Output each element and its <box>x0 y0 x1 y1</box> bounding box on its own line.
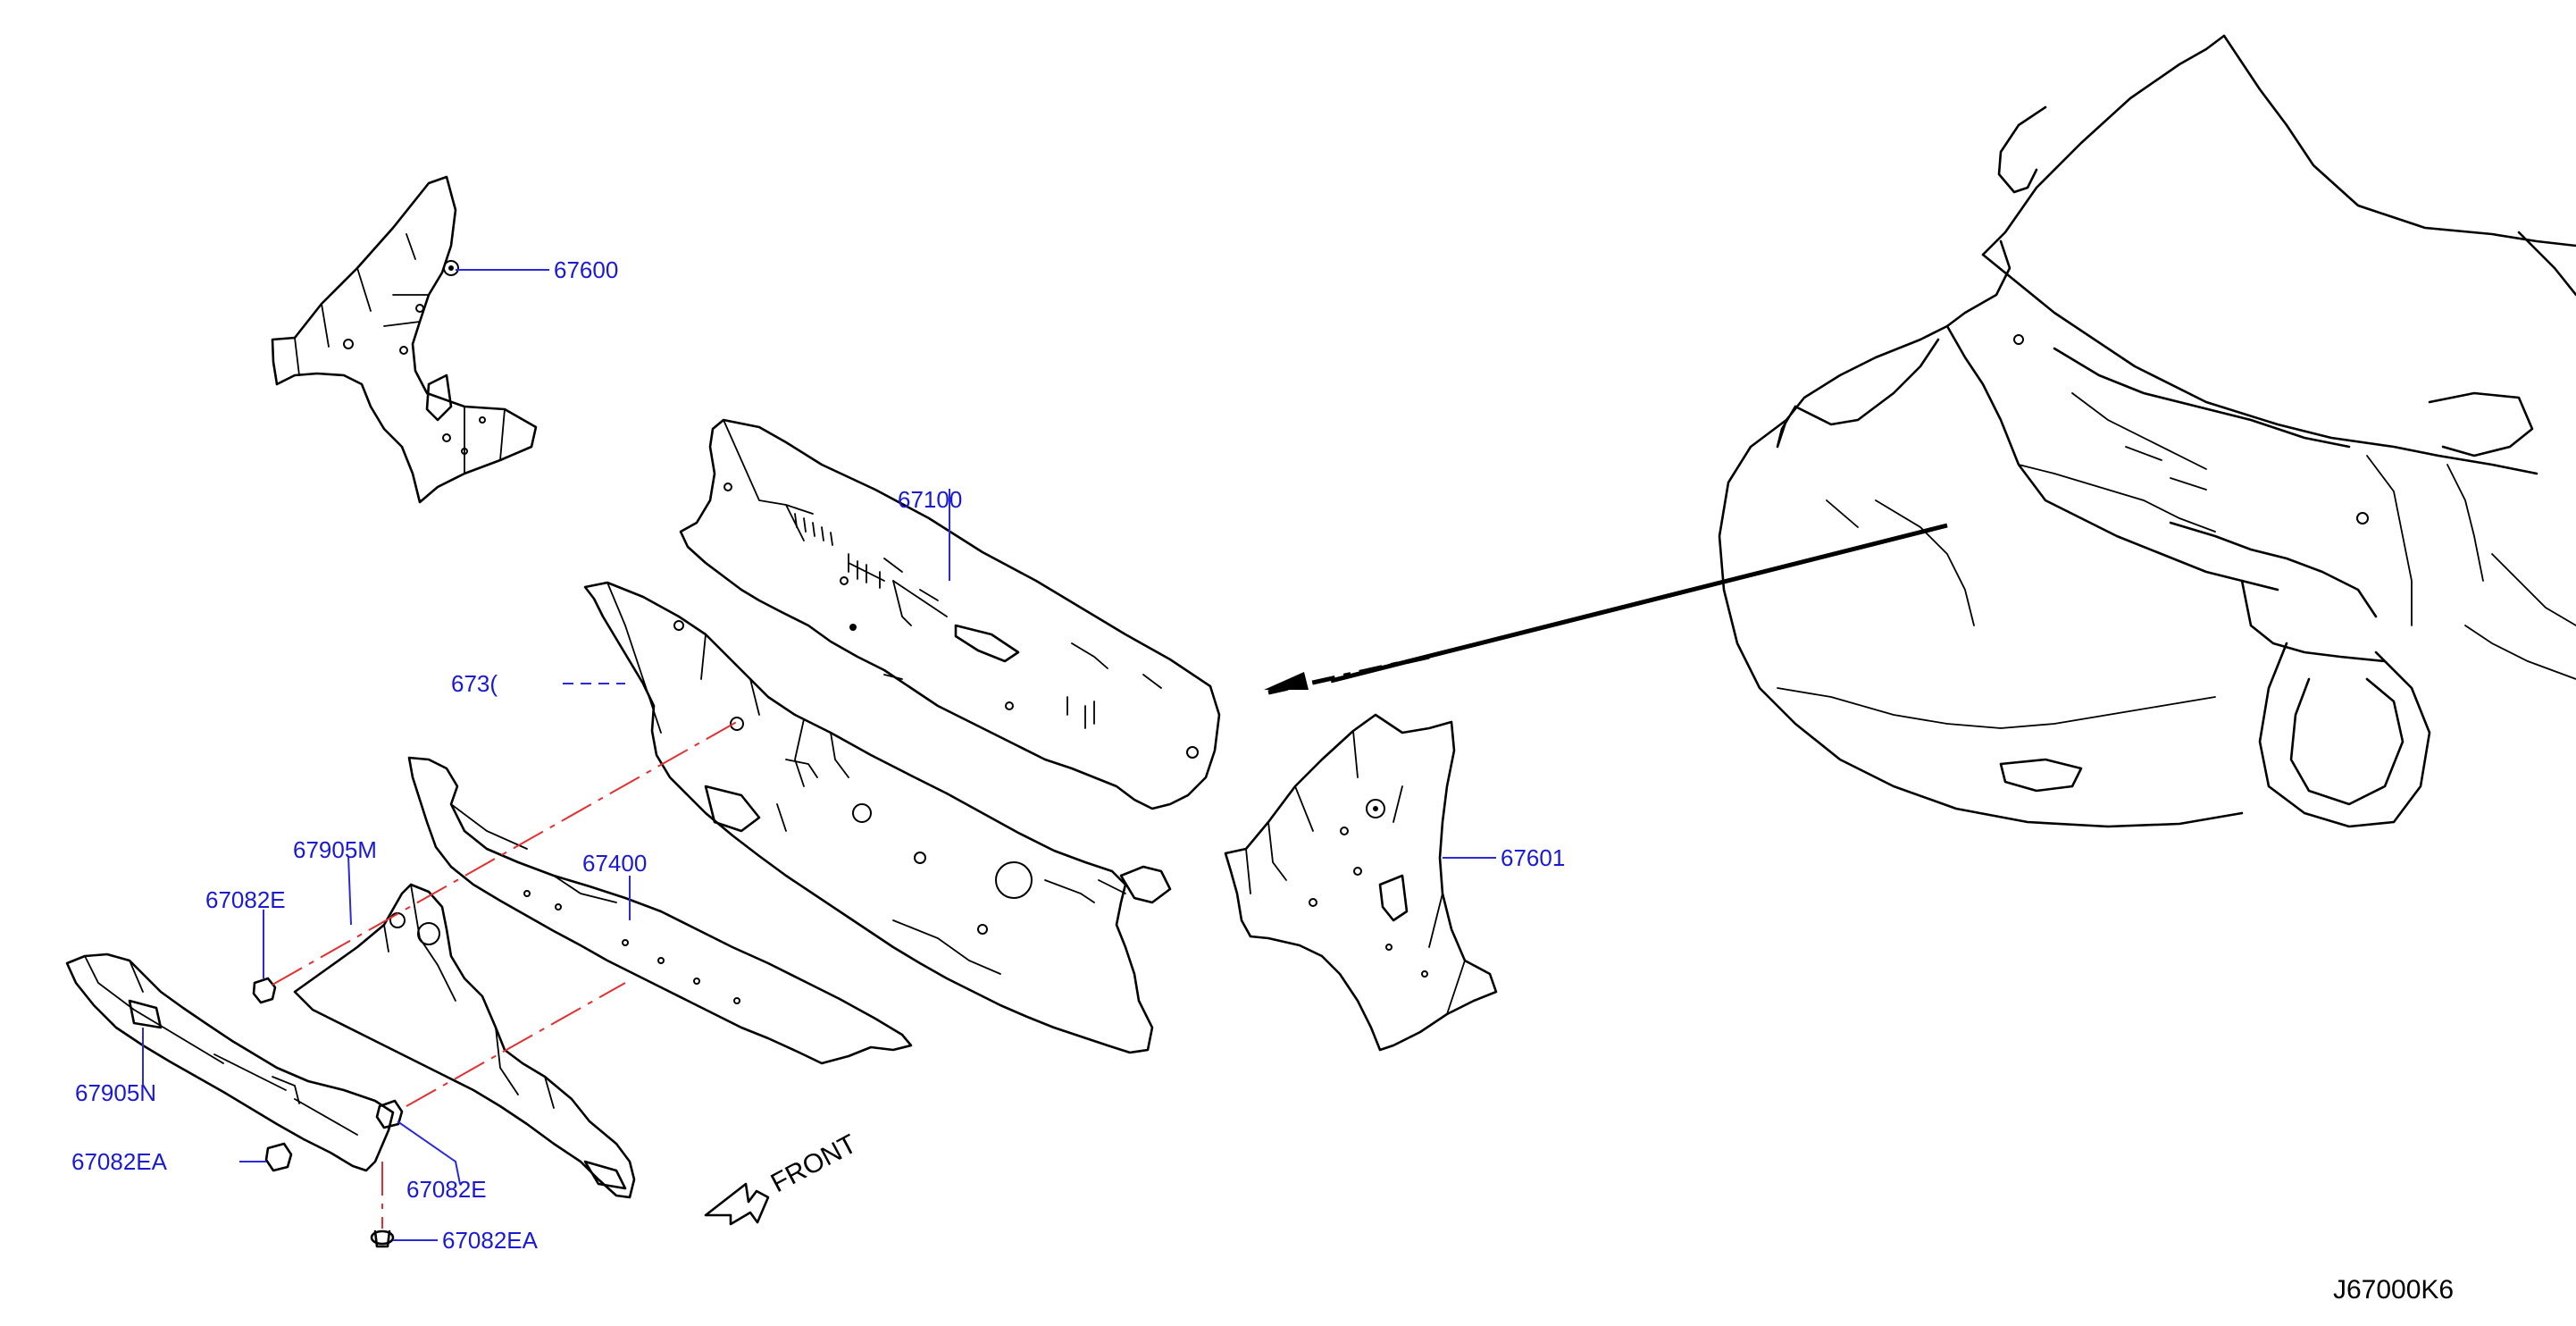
callout-67905N[interactable]: 67905N <box>75 1079 156 1106</box>
part-67905M-insulator[interactable] <box>293 883 636 1199</box>
panel-hole <box>443 260 459 276</box>
panel-hole <box>1366 799 1385 818</box>
callout-67905M[interactable]: 67905M <box>293 836 377 863</box>
leader-67082E-lower <box>397 1120 461 1185</box>
front-arrow <box>704 1182 770 1226</box>
part-67905N-insulator[interactable] <box>65 953 395 1172</box>
leader-67905M <box>347 855 352 926</box>
front-arrow-icon <box>704 1182 770 1226</box>
clip-67082E-lower[interactable] <box>375 1099 404 1129</box>
part-67601-side-panel[interactable] <box>1224 713 1498 1052</box>
part-67400-dash-insulator[interactable] <box>407 756 913 1065</box>
vehicle-overview-illustration <box>1718 34 2576 828</box>
diagram-code: J67000K6 <box>2333 1275 2454 1305</box>
alignment-lines <box>272 718 742 1229</box>
part-67600-side-panel[interactable] <box>271 175 538 504</box>
part-67100-cowl-top[interactable] <box>679 418 1221 810</box>
callout-67300[interactable]: 673( <box>451 670 498 697</box>
clip-67082EA-left[interactable] <box>264 1142 293 1172</box>
clip-67082EA-bottom[interactable] <box>370 1229 395 1248</box>
callout-67400[interactable]: 67400 <box>582 850 647 877</box>
callout-67082EA-left[interactable]: 67082EA <box>71 1148 168 1175</box>
callout-67100[interactable]: 67100 <box>898 486 962 513</box>
front-label: FRONT <box>766 1129 862 1199</box>
callout-67082E-upper[interactable]: 67082E <box>205 886 286 913</box>
callout-67600[interactable]: 67600 <box>554 256 618 283</box>
clip-67082E-upper[interactable] <box>252 977 277 1004</box>
part-67300-dash-lower[interactable] <box>583 581 1172 1054</box>
callout-67082E-lower[interactable]: 67082E <box>406 1176 487 1203</box>
callout-67601[interactable]: 67601 <box>1501 844 1565 871</box>
location-pointer <box>1264 523 1948 695</box>
callout-67082EA-bottom[interactable]: 67082EA <box>442 1227 539 1254</box>
panel-grommet-hole <box>995 861 1033 899</box>
